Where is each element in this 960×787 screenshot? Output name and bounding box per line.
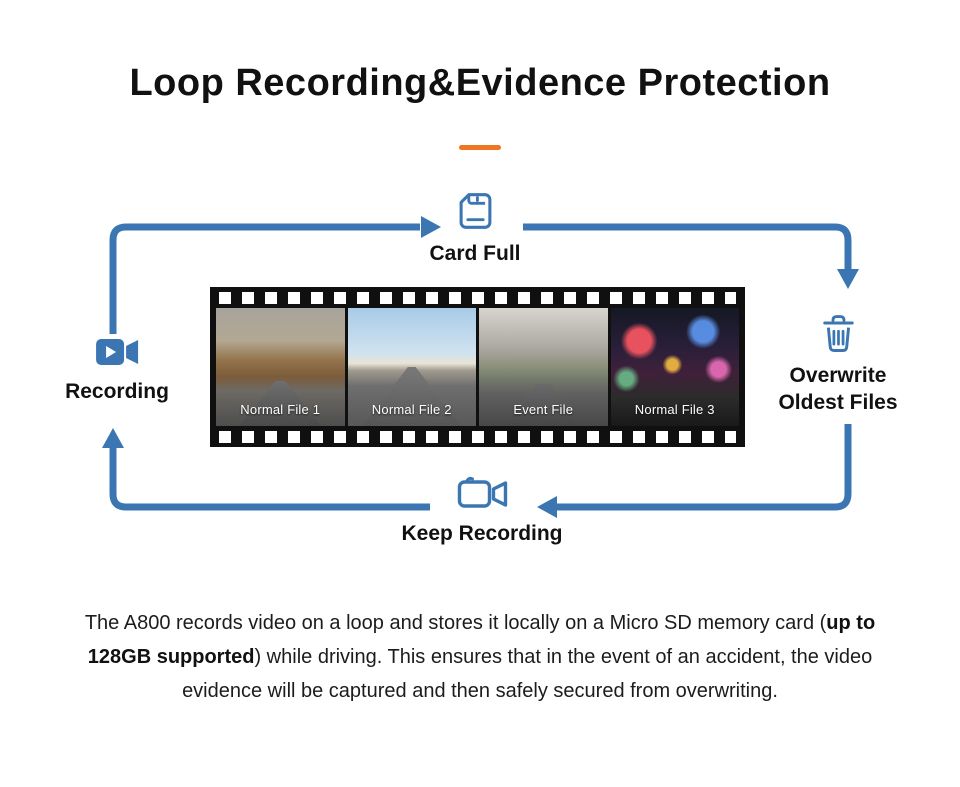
description-part2: ) while driving. This ensures that in th…: [182, 646, 873, 702]
arrowhead-right: [421, 216, 441, 238]
arrow-bottom-to-left: [109, 446, 430, 511]
node-recording: Recording: [65, 334, 169, 405]
film-frame-label: Normal File 2: [371, 402, 452, 417]
overwrite-label-line2: Oldest Files: [778, 391, 898, 415]
node-keep-recording: Keep Recording: [401, 474, 563, 547]
arrow-right-to-bottom: [556, 424, 852, 511]
title-divider: [459, 145, 501, 150]
filmstrip-frames: Normal File 1 Normal File 2 Event File N…: [210, 308, 745, 426]
overwrite-label-line1: Overwrite: [789, 364, 887, 387]
film-frame-label: Event File: [513, 402, 574, 417]
filmstrip: Normal File 1 Normal File 2 Event File N…: [210, 287, 745, 447]
filmstrip-sprockets-bottom: [210, 426, 745, 447]
arrowhead-left: [537, 496, 557, 518]
loop-diagram: Card Full Recording: [0, 182, 960, 582]
arrow-left-to-top: [109, 223, 420, 334]
description-text: The A800 records video on a loop and sto…: [83, 606, 878, 708]
page-title: Loop Recording&Evidence Protection: [129, 62, 831, 104]
video-camera-icon: [94, 334, 140, 372]
arrowhead-down: [837, 269, 859, 289]
film-frame: Event File: [479, 308, 608, 426]
trash-icon: [816, 312, 860, 356]
memory-card-icon: [452, 188, 498, 234]
node-overwrite: Overwrite Oldest Files: [778, 312, 898, 417]
loop-arrows: [102, 216, 859, 518]
filmstrip-sprockets-top: [210, 287, 745, 308]
film-frame-label: Normal File 1: [240, 402, 321, 417]
description-part1: The A800 records video on a loop and sto…: [84, 612, 827, 634]
video-camera-outline-icon: [456, 474, 508, 514]
card-full-label: Card Full: [429, 242, 521, 265]
film-frame-label: Normal File 3: [634, 402, 715, 417]
arrow-top-to-right: [523, 223, 852, 270]
film-frame: Normal File 1: [216, 308, 345, 426]
recording-label: Recording: [65, 380, 169, 403]
keep-recording-label: Keep Recording: [401, 522, 563, 545]
arrowhead-up: [102, 428, 124, 448]
description-bold: up to 128GB supported: [87, 612, 876, 668]
node-card-full: Card Full: [429, 188, 521, 267]
film-frame: Normal File 3: [610, 308, 739, 426]
film-frame: Normal File 2: [347, 308, 476, 426]
